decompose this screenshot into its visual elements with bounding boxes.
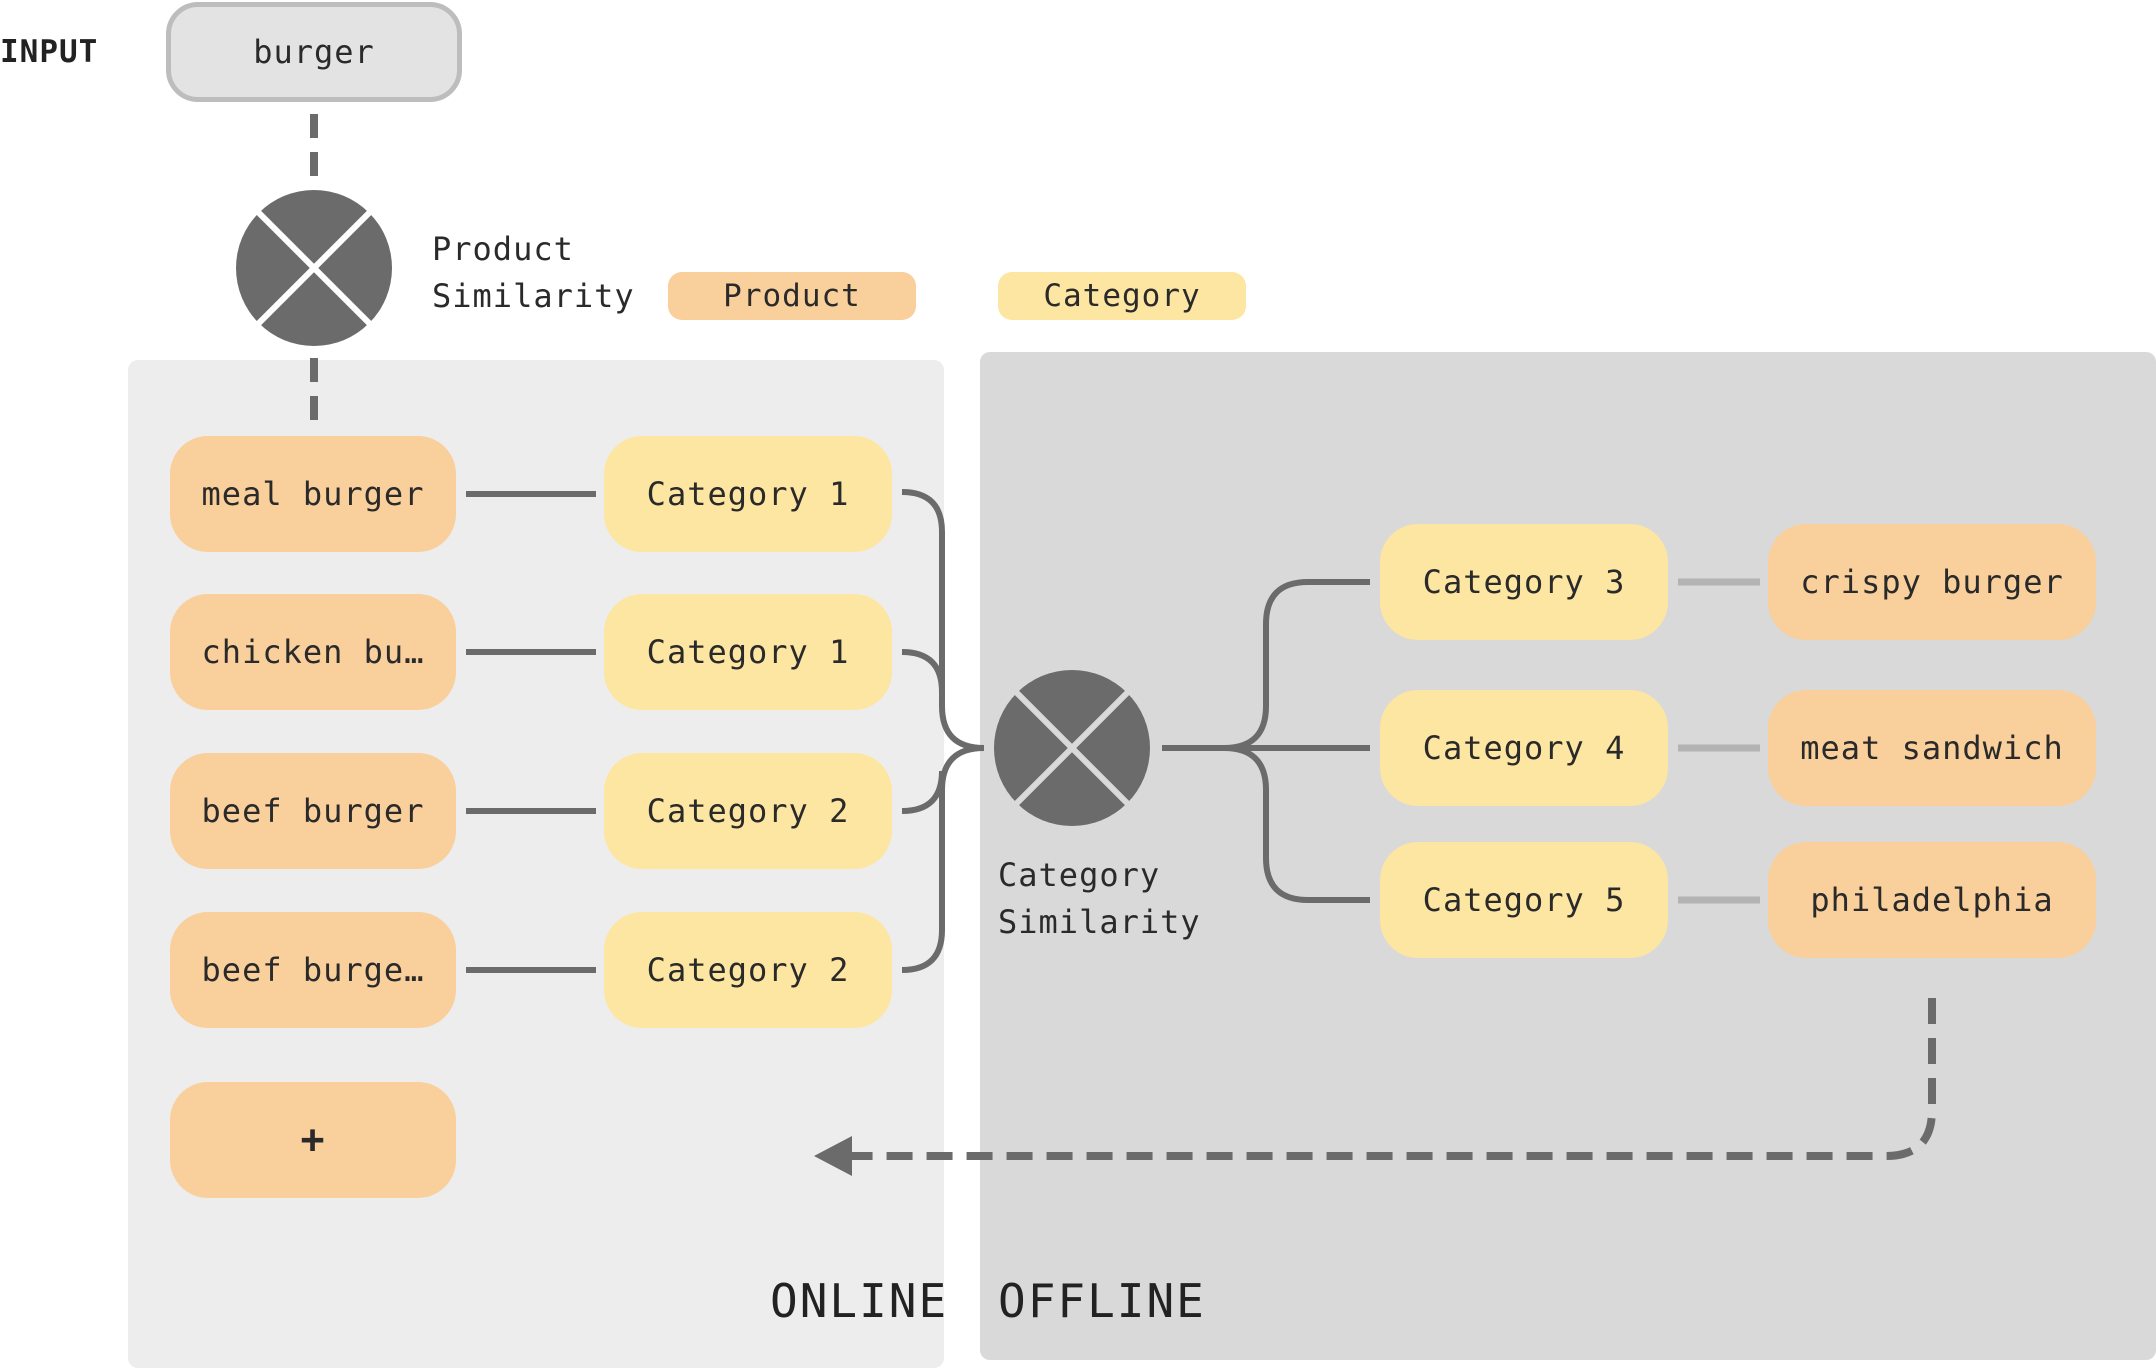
category-similarity-label: Category Similarity — [998, 852, 1201, 946]
offline-product-3[interactable]: philadelphia — [1768, 842, 2096, 958]
offline-product-1[interactable]: crispy burger — [1768, 524, 2096, 640]
online-product-4[interactable]: beef burge… — [170, 912, 456, 1028]
feedback-arrow-path — [846, 998, 1936, 1160]
offline-category-3[interactable]: Category 5 — [1380, 842, 1668, 958]
offline-category-1[interactable]: Category 3 — [1380, 524, 1668, 640]
category-similarity-line2: Similarity — [998, 903, 1201, 941]
product-similarity-line2: Similarity — [432, 277, 635, 315]
legend-product: Product — [668, 272, 916, 320]
online-category-2[interactable]: Category 1 — [604, 594, 892, 710]
product-similarity-label: Product Similarity — [432, 226, 635, 320]
category-similarity-icon — [994, 670, 1150, 826]
online-category-1[interactable]: Category 1 — [604, 436, 892, 552]
input-label: INPUT — [0, 34, 99, 70]
split-bracket — [1162, 579, 1370, 903]
product-similarity-icon — [236, 190, 392, 346]
online-category-3[interactable]: Category 2 — [604, 753, 892, 869]
add-product-button[interactable]: + — [170, 1082, 456, 1198]
online-product-1[interactable]: meal burger — [170, 436, 456, 552]
online-title: ONLINE — [770, 1274, 949, 1328]
input-value-box[interactable]: burger — [166, 2, 462, 102]
merge-bracket — [901, 489, 985, 973]
online-product-3[interactable]: beef burger — [170, 753, 456, 869]
category-similarity-line1: Category — [998, 856, 1161, 894]
feedback-arrowhead — [814, 1136, 852, 1176]
offline-title: OFFLINE — [998, 1274, 1206, 1328]
offline-category-2[interactable]: Category 4 — [1380, 690, 1668, 806]
legend-category: Category — [998, 272, 1246, 320]
offline-product-2[interactable]: meat sandwich — [1768, 690, 2096, 806]
product-similarity-line1: Product — [432, 230, 574, 268]
online-product-2[interactable]: chicken bu… — [170, 594, 456, 710]
online-category-4[interactable]: Category 2 — [604, 912, 892, 1028]
